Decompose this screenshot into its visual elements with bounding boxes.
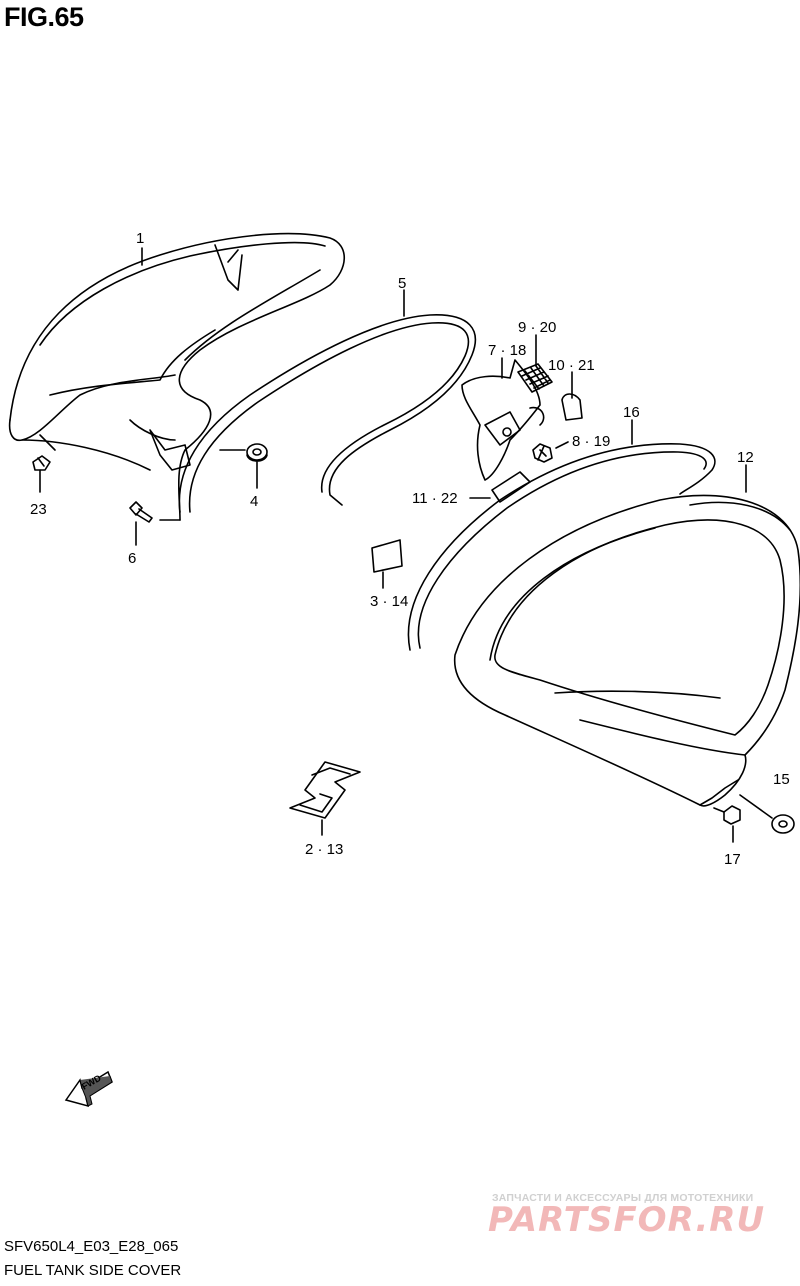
leader-15 [739, 794, 773, 819]
part-4-grommet [246, 443, 268, 462]
figure-name: FUEL TANK SIDE COVER [4, 1262, 182, 1279]
callout-23: 23 [30, 501, 47, 518]
callout-8-19: 8 · 19 [572, 433, 610, 450]
part-12-right-cover [453, 494, 800, 807]
part-1-left-cover [8, 232, 345, 521]
part-3-sticker [371, 539, 403, 573]
part-10-cap [561, 393, 583, 421]
callout-7-18: 7 · 18 [488, 342, 526, 359]
part-5-seal [178, 314, 477, 513]
callout-9-20: 9 · 20 [518, 319, 556, 336]
watermark-tagline: ЗАПЧАСТИ И АКСЕССУАРЫ ДЛЯ МОТОТЕХНИКИ [492, 1192, 754, 1204]
part-23-clip [32, 455, 51, 471]
fwd-arrow-icon: FWD [64, 1070, 113, 1108]
callout-1: 1 [136, 230, 144, 247]
callout-10-21: 10 · 21 [548, 357, 595, 374]
part-8-screw [532, 443, 553, 463]
part-2-emblem [289, 761, 361, 819]
part-9-mesh-patch [517, 363, 553, 393]
callout-2-13: 2 · 13 [305, 841, 343, 858]
model-code: SFV650L4_E03_E28_065 [4, 1238, 179, 1255]
part-16-seal [407, 443, 716, 651]
callout-15: 15 [773, 771, 790, 788]
callout-12: 12 [737, 449, 754, 466]
watermark-brand: PARTSFOR.RU [488, 1200, 766, 1240]
part-15-grommet [771, 814, 795, 834]
callout-17: 17 [724, 851, 741, 868]
callout-11-22: 11 · 22 [412, 490, 458, 507]
callout-4: 4 [250, 493, 258, 510]
figure-title: FIG.65 [4, 2, 84, 32]
callout-3-14: 3 · 14 [370, 593, 408, 610]
leader-8-19 [555, 441, 569, 449]
part-17-bolt [713, 805, 741, 825]
callout-16: 16 [623, 404, 640, 421]
part-6-bolt [129, 501, 153, 523]
callout-6: 6 [128, 550, 136, 567]
callout-5: 5 [398, 275, 406, 292]
part-7-bracket [461, 359, 545, 481]
